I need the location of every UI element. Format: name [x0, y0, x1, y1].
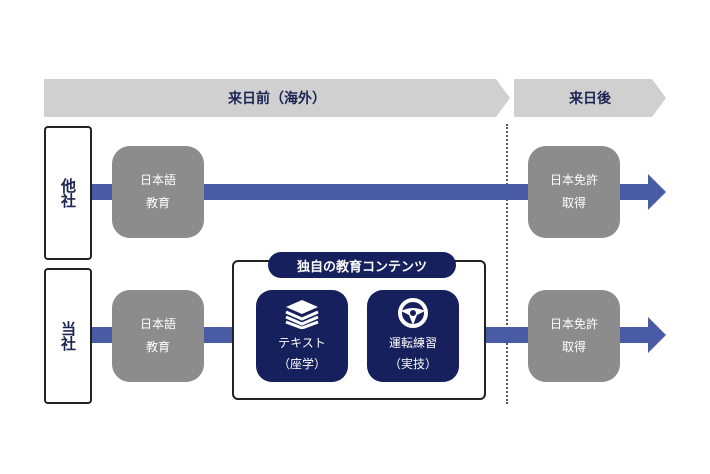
content-title: テキスト [278, 336, 326, 351]
phase-banner-before-arrival: 来日前（海外） [44, 79, 510, 117]
arrow-head-icon [648, 317, 666, 353]
step-title: 日本免許 [549, 173, 598, 188]
content-driving-practice: 運転練習 （実技） [367, 290, 459, 382]
step-sub: 教育 [145, 196, 170, 210]
content-sub: （座学） [277, 356, 326, 371]
step-license-acquisition: 日本免許 取得 [528, 290, 620, 382]
step-title: 日本語 [139, 317, 176, 332]
flow-line-competitors [88, 184, 656, 200]
arrow-head-icon [648, 174, 666, 210]
step-title: 日本語 [139, 173, 176, 188]
phase-banner-after-arrival: 来日後 [514, 79, 666, 117]
step-japanese-education: 日本語 教育 [112, 146, 204, 238]
books-stack-icon [285, 300, 319, 330]
step-sub: 教育 [145, 340, 170, 354]
row-label-our-company: 当社 [44, 268, 92, 404]
steering-wheel-icon [398, 298, 428, 329]
step-title: 日本免許 [549, 317, 598, 332]
content-title: 運転練習 [388, 336, 437, 351]
content-sub: （実技） [388, 356, 437, 371]
phase-label: 来日後 [569, 91, 611, 107]
step-license-acquisition: 日本免許 取得 [528, 146, 620, 238]
step-sub: 取得 [561, 340, 586, 354]
step-sub: 取得 [561, 196, 586, 210]
phase-label: 来日前（海外） [228, 91, 326, 107]
content-textbook: テキスト （座学） [256, 290, 348, 382]
row-label-competitors: 他社 [44, 126, 92, 260]
phase-divider [506, 124, 508, 404]
step-japanese-education: 日本語 教育 [112, 290, 204, 382]
original-content-title: 独自の教育コンテンツ [268, 252, 456, 278]
